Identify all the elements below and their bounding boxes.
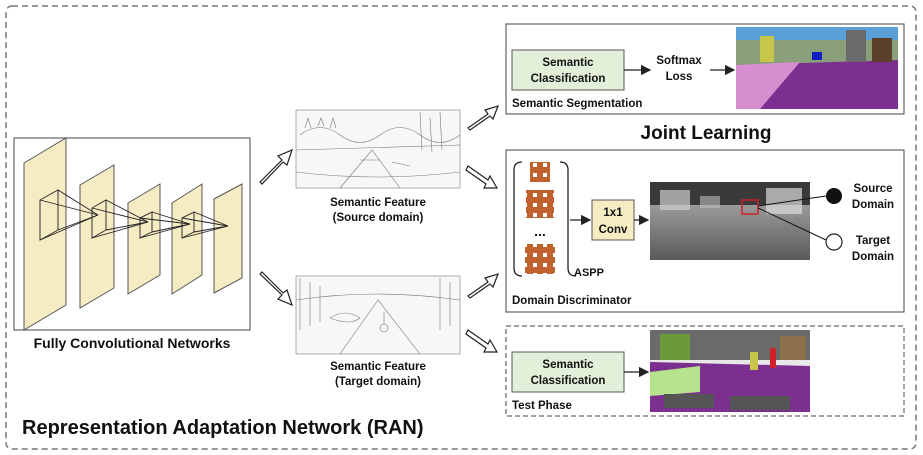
discriminator-patch bbox=[741, 199, 759, 215]
fcn-layer-4 bbox=[171, 183, 203, 295]
fcn-layer-3 bbox=[127, 183, 161, 295]
source-feature-map bbox=[295, 109, 461, 189]
fcn-layer-1 bbox=[23, 137, 67, 331]
receptive-field-lines bbox=[39, 189, 229, 241]
source-feature-line2: (Source domain) bbox=[333, 212, 424, 224]
test-box-line1: Semantic bbox=[542, 359, 594, 371]
fcn-to-source-arrow bbox=[259, 148, 293, 185]
conv-box bbox=[591, 199, 635, 241]
conv-line2: Conv bbox=[599, 224, 628, 236]
aspp-kernel-3 bbox=[525, 244, 555, 274]
target-feature-line1: Semantic Feature bbox=[330, 361, 426, 373]
aspp-label: ASPP bbox=[574, 267, 604, 279]
target-segmentation-map bbox=[650, 330, 810, 412]
conv-line1: 1x1 bbox=[603, 207, 623, 219]
aspp-ellipsis: ... bbox=[534, 223, 546, 239]
source-to-discriminator-arrow bbox=[465, 165, 499, 189]
softmax-loss-line1: Softmax bbox=[656, 55, 702, 67]
segmentation-classification-box bbox=[511, 49, 625, 91]
source-domain-line1: Source bbox=[854, 183, 893, 195]
target-to-discriminator-arrow bbox=[467, 273, 500, 299]
patch-to-target-line bbox=[757, 207, 827, 241]
fcn-block: Fully Convolutional Networks bbox=[13, 137, 251, 351]
segmentation-box-line1: Semantic bbox=[542, 57, 594, 69]
joint-learning-title: Joint Learning bbox=[641, 123, 772, 144]
patch-to-source-line bbox=[757, 195, 827, 207]
softmax-loss-line2: Loss bbox=[666, 71, 693, 83]
aspp-bracket-left bbox=[513, 161, 523, 277]
test-classification-box bbox=[511, 351, 625, 393]
test-phase-panel: Semantic Classification Test Phase bbox=[505, 325, 905, 417]
fcn-to-target-arrow bbox=[259, 271, 293, 307]
segmentation-caption: Semantic Segmentation bbox=[512, 98, 642, 110]
segmentation-panel: Semantic Classification Softmax Loss Sem… bbox=[505, 23, 905, 115]
source-to-segmentation-arrow bbox=[467, 105, 500, 131]
source-feature-line1: Semantic Feature bbox=[330, 197, 426, 209]
fcn-layer-5 bbox=[213, 183, 243, 294]
discriminator-panel: ... ASPP 1x1 Conv Source Domain Target D… bbox=[505, 149, 905, 313]
source-segmentation-map bbox=[736, 27, 898, 109]
aspp-kernel-2 bbox=[526, 190, 554, 218]
ran-title: Representation Adaptation Network (RAN) bbox=[22, 417, 424, 439]
target-to-test-arrow bbox=[465, 329, 499, 353]
target-domain-node bbox=[825, 233, 843, 251]
segmentation-box-line2: Classification bbox=[531, 73, 606, 85]
target-feature-map bbox=[295, 275, 461, 355]
target-feature-line2: (Target domain) bbox=[335, 376, 421, 388]
source-domain-line2: Domain bbox=[852, 199, 894, 211]
discriminator-caption: Domain Discriminator bbox=[512, 295, 632, 307]
fcn-label: Fully Convolutional Networks bbox=[34, 335, 231, 351]
target-domain-line1: Target bbox=[856, 235, 890, 247]
test-phase-caption: Test Phase bbox=[512, 400, 572, 412]
aspp-kernel-1 bbox=[530, 162, 550, 182]
test-box-line2: Classification bbox=[531, 375, 606, 387]
outer-frame bbox=[5, 5, 917, 450]
aspp-bracket-right bbox=[559, 161, 577, 277]
discriminator-response-map bbox=[650, 182, 810, 260]
target-domain-line2: Domain bbox=[852, 251, 894, 263]
source-domain-node bbox=[826, 188, 842, 204]
